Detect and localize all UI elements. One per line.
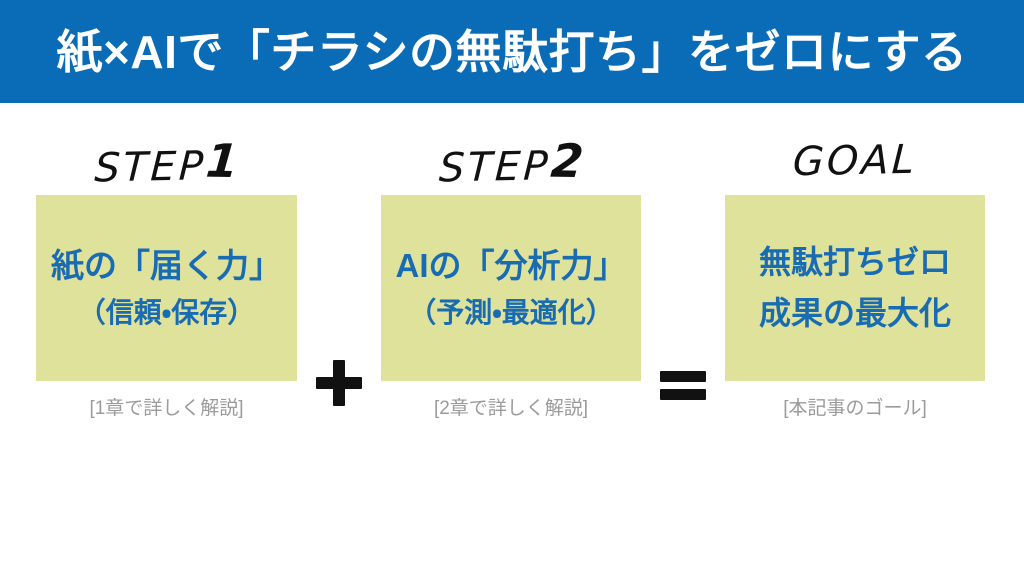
step-1-caption: [1章で詳しく解説] <box>89 398 244 419</box>
step-1-label-text: STEP <box>93 143 208 192</box>
plus-icon <box>316 360 362 406</box>
step-1-box: 紙の「届く力」 （信頼・保存） <box>36 195 297 381</box>
page-title: 紙×AIで「チラシの無駄打ち」をゼロにする <box>56 25 968 78</box>
goal-caption: [本記事のゴール] <box>783 398 927 419</box>
step-1-label: STEP1 <box>35 133 299 192</box>
goal-line-1: 無駄打ちゼロ <box>758 244 951 281</box>
step-1-line-primary: 紙の「届く力」 <box>51 246 282 284</box>
step-column-1: STEP1 紙の「届く力」 （信頼・保存） [1章で詳しく解説] <box>36 103 297 471</box>
goal-line-2: 成果の最大化 <box>758 295 951 331</box>
equals-icon-bottom-bar <box>660 389 706 400</box>
step-2-caption: [2章で詳しく解説] <box>433 398 589 419</box>
step-column-2: STEP2 AIの「分析力」 （予測・最適化） [2章で詳しく解説] <box>381 103 641 471</box>
step-1-line-secondary: （信頼・保存） <box>77 297 256 329</box>
goal-label-text: GOAL <box>791 136 919 186</box>
step-2-label-number: 2 <box>548 133 586 189</box>
infographic-root: 紙×AIで「チラシの無駄打ち」をゼロにする STEP1 紙の「届く力」 （信頼・… <box>0 0 1024 471</box>
step-1-label-number: 1 <box>204 133 241 189</box>
equals-icon-top-bar <box>660 371 706 382</box>
step-column-3: GOAL 無駄打ちゼロ 成果の最大化 [本記事のゴール] <box>725 103 985 471</box>
step-2-label-text: STEP <box>438 143 552 192</box>
plus-icon-vertical-bar <box>333 360 345 406</box>
goal-box: 無駄打ちゼロ 成果の最大化 <box>725 195 985 381</box>
step-2-box: AIの「分析力」 （予測・最適化） <box>381 195 641 381</box>
steps-row: STEP1 紙の「届く力」 （信頼・保存） [1章で詳しく解説] STEP2 A… <box>0 103 1024 471</box>
plus-operator <box>297 206 381 574</box>
goal-label: GOAL <box>724 136 986 186</box>
step-2-line-secondary: （予測・最適化） <box>408 297 614 329</box>
header-banner: 紙×AIで「チラシの無駄打ち」をゼロにする <box>0 0 1024 103</box>
equals-operator <box>641 206 725 574</box>
step-2-label: STEP2 <box>380 133 643 192</box>
equals-icon <box>660 360 706 406</box>
step-2-line-primary: AIの「分析力」 <box>395 246 627 284</box>
